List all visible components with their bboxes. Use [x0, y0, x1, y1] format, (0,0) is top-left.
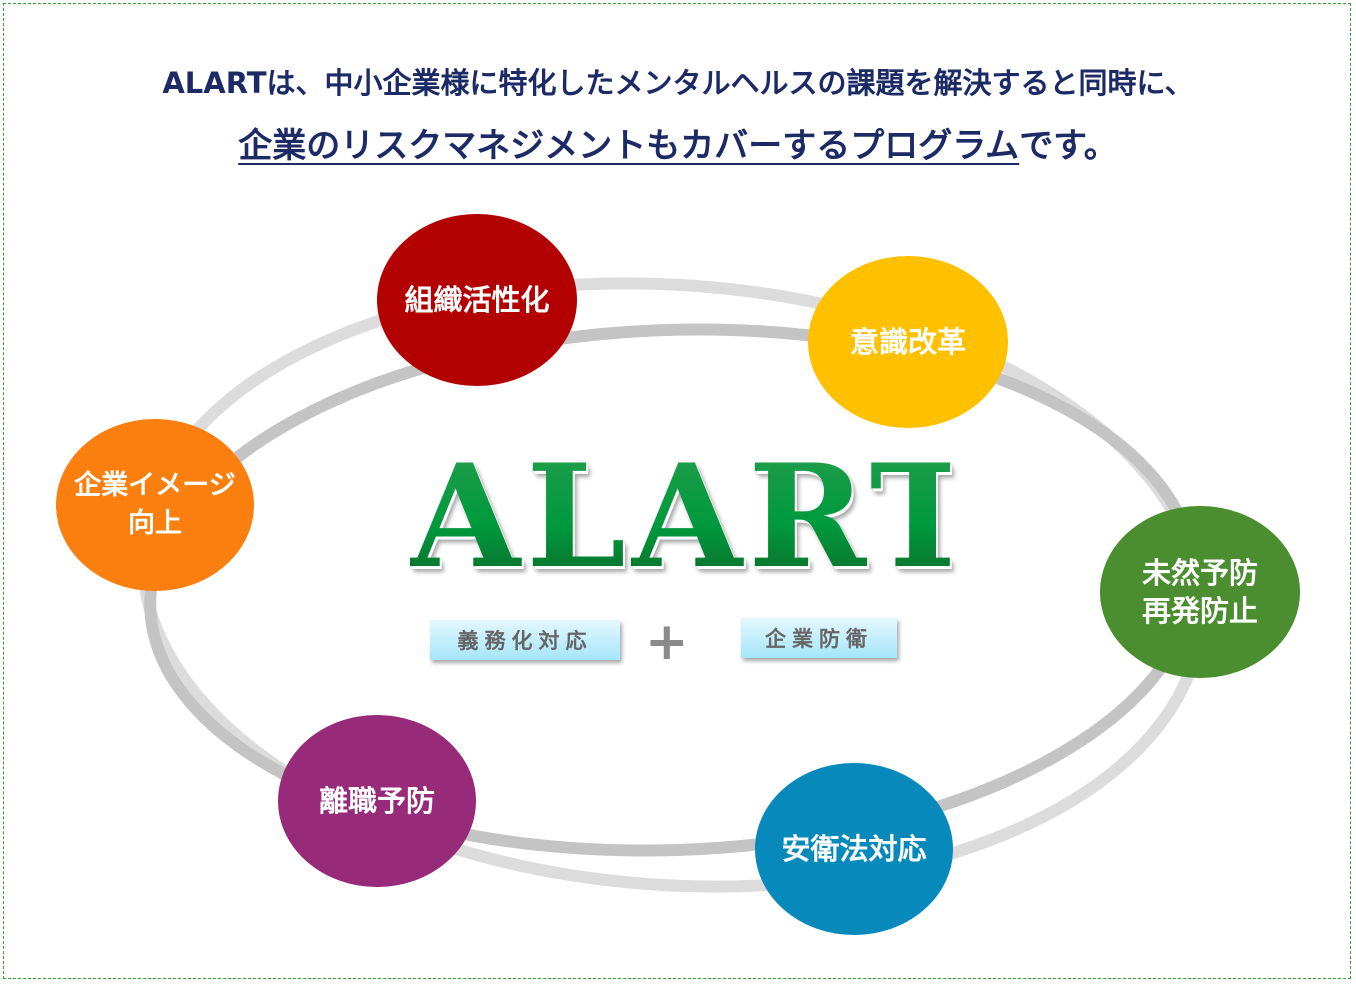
tag-corporate-defense: 企業防衛	[741, 618, 897, 658]
node-label: 企業イメージ向上	[74, 467, 235, 543]
node-awareness-reform: 意識改革	[808, 256, 1008, 428]
tag-mandatory-compliance: 義務化対応	[430, 620, 620, 660]
headline-tail: です。	[1019, 126, 1118, 166]
node-label-line1: 企業イメージ	[74, 470, 236, 501]
headline-line-2: 企業のリスクマネジメントもカバーするプログラムです。	[0, 118, 1356, 167]
node-label: 安衛法対応	[781, 832, 927, 866]
node-label-line1: 未然予防	[1141, 556, 1258, 590]
headline-line-1: ALARTは、中小企業様に特化したメンタルヘルスの課題を解決すると同時に、	[162, 66, 1194, 100]
node-label: 意識改革	[849, 325, 966, 359]
node-label: 離職予防	[318, 784, 435, 818]
dashed-border	[3, 3, 1351, 979]
node-label-line2: 再発防止	[1141, 594, 1258, 628]
node-label: 組織活性化	[404, 283, 550, 317]
node-label: 未然予防再発防止	[1142, 554, 1258, 630]
node-organization-activation: 組織活性化	[377, 214, 577, 386]
node-corporate-image: 企業イメージ向上	[56, 419, 254, 591]
node-label-line2: 向上	[128, 508, 182, 539]
headline-underlined: 企業のリスクマネジメントもカバーするプログラム	[238, 126, 1020, 166]
node-turnover-prevention: 離職予防	[278, 715, 476, 887]
node-safety-law-compliance: 安衛法対応	[755, 763, 953, 935]
alart-logo: ALART	[410, 434, 982, 600]
node-prevention: 未然予防再発防止	[1100, 506, 1300, 678]
plus-icon: +	[645, 612, 689, 672]
